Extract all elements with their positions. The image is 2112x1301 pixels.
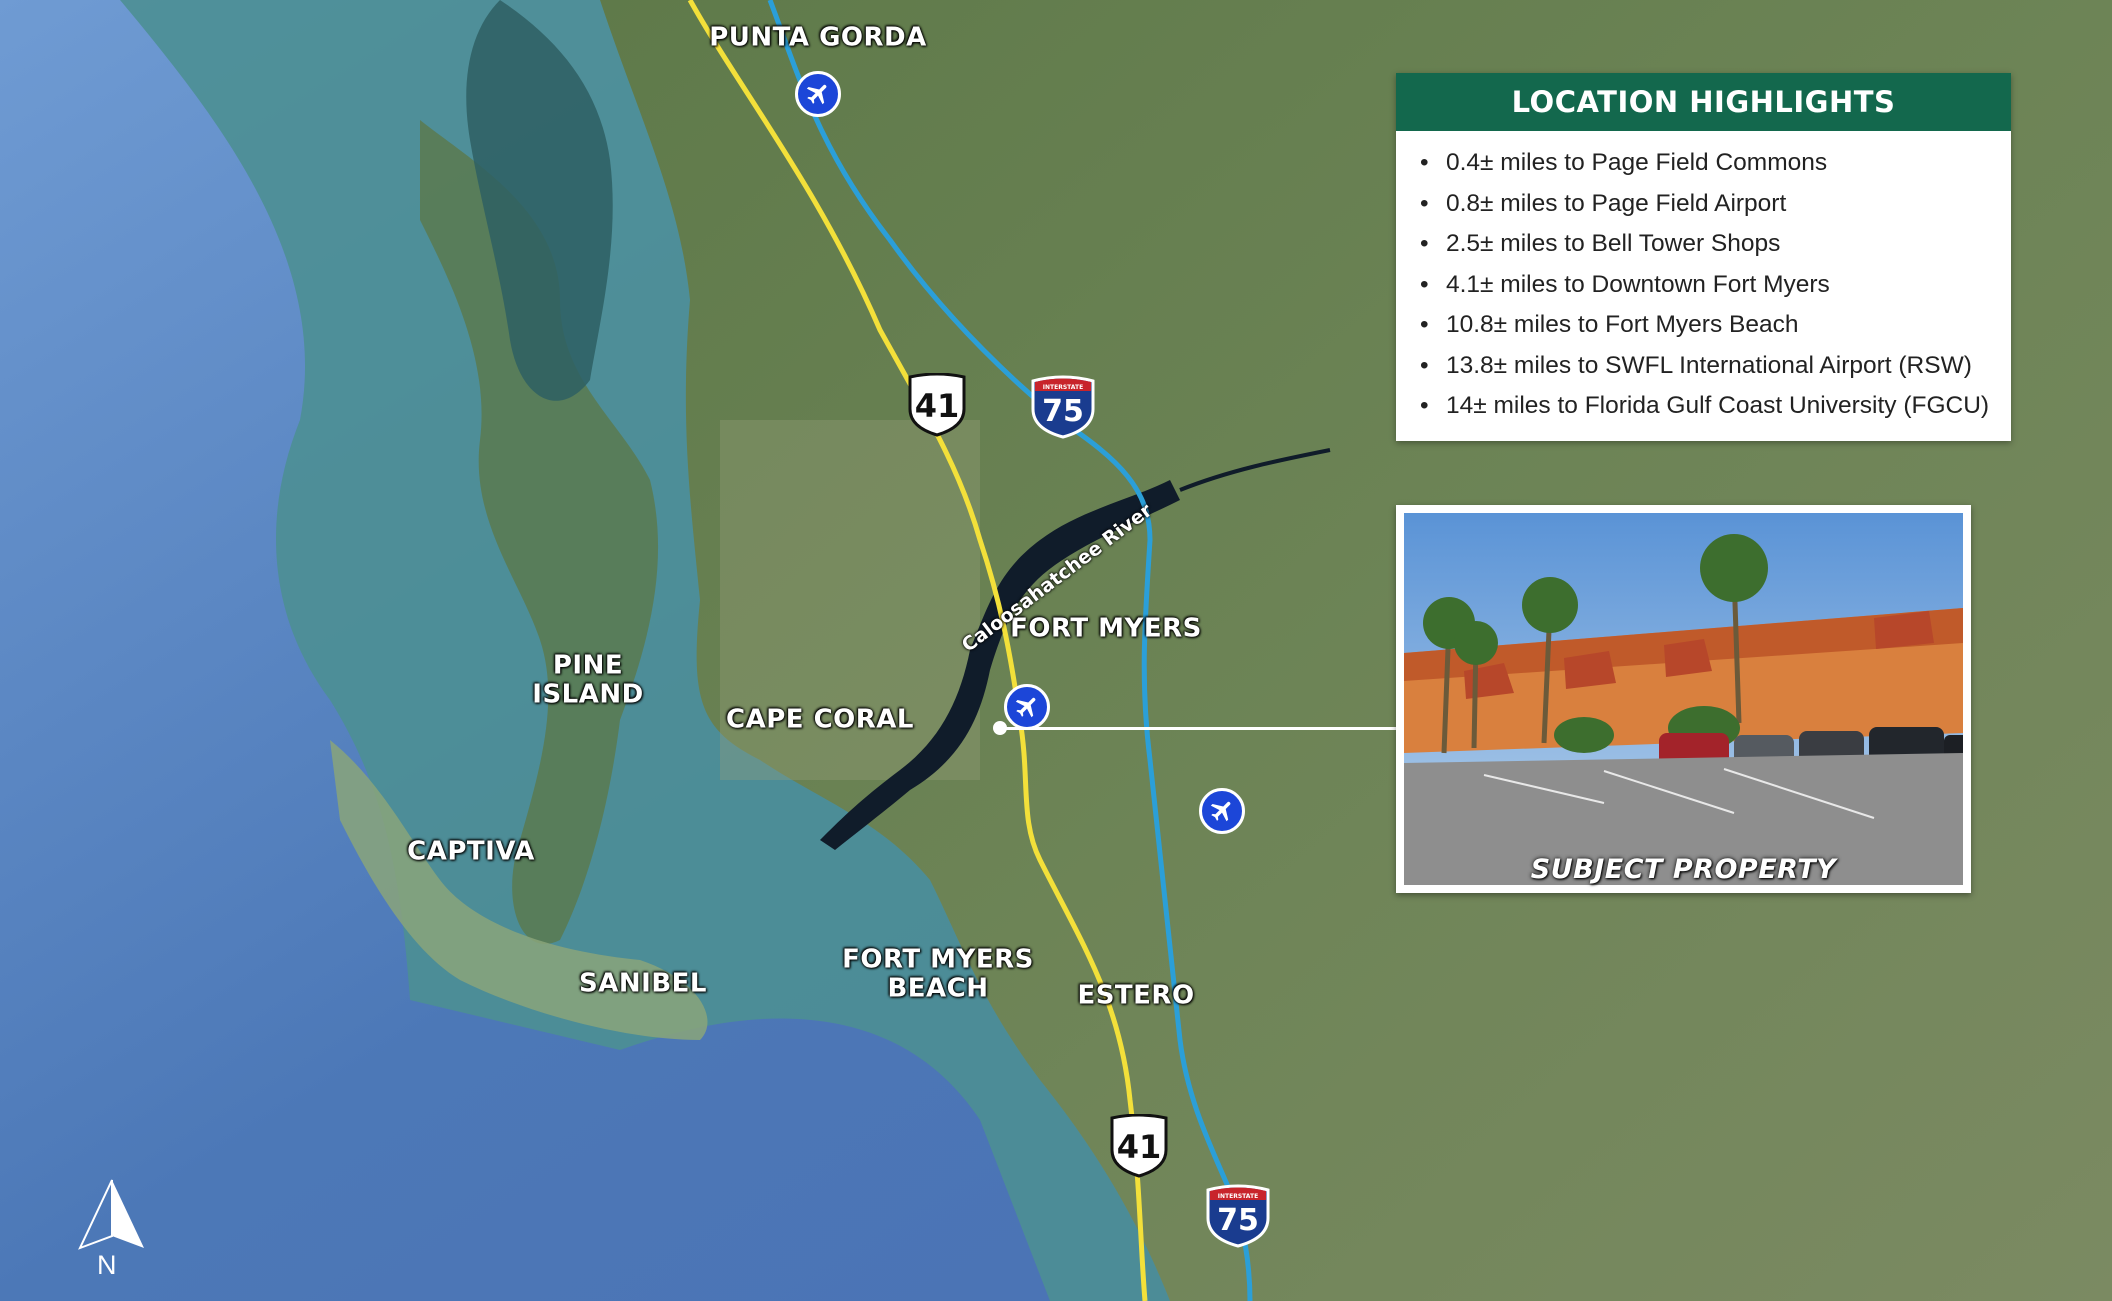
subject-property-photo [1404, 513, 1963, 885]
place-label-captiva: CAPTIVA [407, 836, 535, 867]
interstate-shield-icon: INTERSTATE 75 [1031, 375, 1095, 439]
list-item: 10.8± miles to Fort Myers Beach [1420, 305, 2011, 346]
list-item: 14± miles to Florida Gulf Coast Universi… [1420, 386, 2011, 427]
list-item: 2.5± miles to Bell Tower Shops [1420, 224, 2011, 265]
list-item: 0.4± miles to Page Field Commons [1420, 143, 2011, 184]
subject-property-caption: SUBJECT PROPERTY [1530, 854, 1837, 885]
us-route-shield-icon: 41 [1110, 1114, 1168, 1178]
place-label-sanibel: SANIBEL [579, 968, 707, 999]
north-arrow-icon [78, 1179, 144, 1250]
fort-myers-beach-line-2: BEACH [887, 973, 989, 1003]
us-route-number: 41 [1117, 1128, 1162, 1166]
place-label-fort-myers: FORT MYERS [1010, 613, 1202, 644]
interstate-number: 75 [1042, 394, 1084, 429]
highlights-list: 0.4± miles to Page Field Commons 0.8± mi… [1396, 131, 2011, 427]
pine-island-line-1: PINE [552, 650, 624, 681]
pine-island-line-2: ISLAND [532, 679, 644, 709]
interstate-number: 75 [1217, 1203, 1259, 1238]
subject-property-photo-frame[interactable]: SUBJECT PROPERTY [1396, 505, 1971, 893]
highlights-title: LOCATION HIGHLIGHTS [1396, 73, 2011, 131]
place-label-estero: ESTERO [1077, 980, 1195, 1011]
interstate-label: INTERSTATE [1218, 1193, 1258, 1200]
subject-connector-line [1000, 727, 1396, 730]
airplane-icon[interactable] [1004, 684, 1050, 730]
us-route-number: 41 [915, 387, 960, 425]
location-highlights-panel: LOCATION HIGHLIGHTS 0.4± miles to Page F… [1396, 73, 2011, 441]
airplane-icon[interactable] [1199, 788, 1245, 834]
compass-north-label: N [97, 1250, 117, 1280]
airplane-icon[interactable] [795, 71, 841, 117]
place-label-pine-island: PINE ISLAND [532, 651, 643, 708]
interstate-shield-icon: INTERSTATE 75 [1206, 1184, 1270, 1248]
place-label-cape-coral: CAPE CORAL [726, 704, 914, 735]
interstate-label: INTERSTATE [1043, 384, 1083, 391]
place-label-fort-myers-beach: FORT MYERS BEACH [842, 945, 1034, 1002]
place-label-punta-gorda: PUNTA GORDA [709, 22, 927, 53]
fort-myers-beach-line-1: FORT MYERS [842, 944, 1034, 975]
subject-location-marker[interactable] [993, 721, 1007, 735]
list-item: 0.8± miles to Page Field Airport [1420, 184, 2011, 225]
list-item: 13.8± miles to SWFL International Airpor… [1420, 346, 2011, 387]
us-route-shield-icon: 41 [908, 373, 966, 437]
list-item: 4.1± miles to Downtown Fort Myers [1420, 265, 2011, 306]
